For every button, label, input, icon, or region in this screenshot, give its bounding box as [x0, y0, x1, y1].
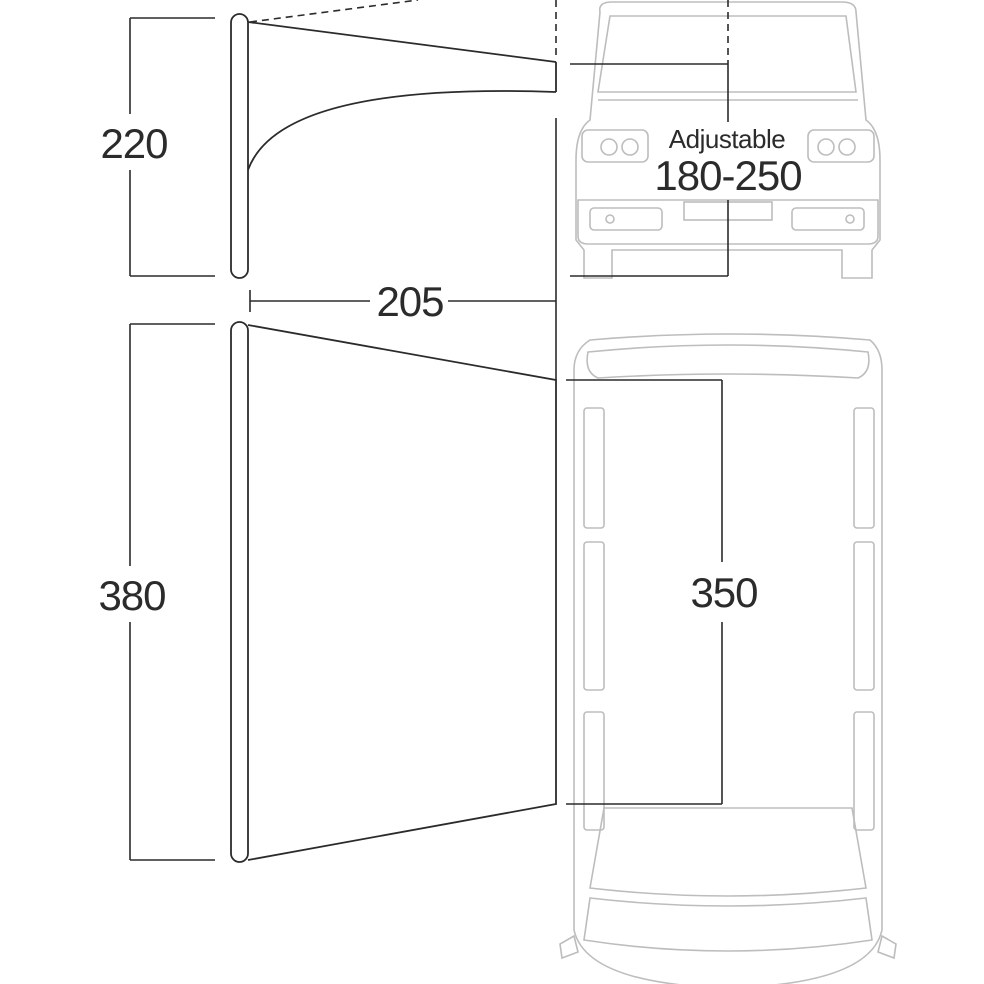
van-right-reflector [791, 207, 865, 231]
awning-side-view [230, 0, 557, 279]
van-left-fog [605, 214, 615, 224]
awning-front-pole [230, 13, 249, 279]
van-top-view [559, 333, 897, 984]
adjustable-range-label: 180-250 [654, 152, 801, 199]
van-windscreen [589, 807, 867, 897]
van-right-light-2 [838, 138, 856, 156]
awning-roof-line [247, 21, 557, 63]
van-left-reflector [589, 207, 663, 231]
roof-dashed-line [249, 0, 419, 23]
awning-side-curve [247, 90, 557, 171]
van-right-mirror [877, 934, 897, 960]
van-rear-body [575, 1, 881, 279]
side-length-label: 380 [98, 572, 165, 619]
awning-front-bar [230, 321, 249, 863]
van-left-tail-light [581, 129, 649, 163]
van-right-light-1 [817, 138, 835, 156]
van-left-light-2 [621, 138, 639, 156]
front-height-label: 220 [100, 120, 167, 167]
van-rear-window [597, 15, 857, 93]
van-top-rear-spoiler [586, 344, 870, 379]
van-right-tail-light [807, 129, 875, 163]
van-right-window-3 [853, 711, 875, 831]
awning-footprint-outline [247, 324, 557, 861]
van-hood [583, 897, 873, 952]
depth-label: 205 [376, 278, 443, 325]
van-left-window-3 [583, 711, 605, 831]
dimension-labels: 220 205 380 350 Adjustable 180-250 [98, 120, 802, 619]
van-left-window-2 [583, 541, 605, 691]
van-rear-view [575, 1, 881, 279]
vehicle-length-label: 350 [690, 569, 757, 616]
van-rear-bumper [577, 199, 879, 245]
van-right-fog [845, 214, 855, 224]
adjustable-label: Adjustable [669, 124, 785, 154]
van-left-window-1 [583, 407, 605, 529]
van-right-window-2 [853, 541, 875, 691]
van-left-mirror [559, 934, 579, 960]
van-right-window-1 [853, 407, 875, 529]
van-left-light-1 [600, 138, 618, 156]
van-top-body [573, 333, 883, 984]
dimension-lines [129, 0, 729, 861]
awning-top-view [230, 321, 557, 863]
